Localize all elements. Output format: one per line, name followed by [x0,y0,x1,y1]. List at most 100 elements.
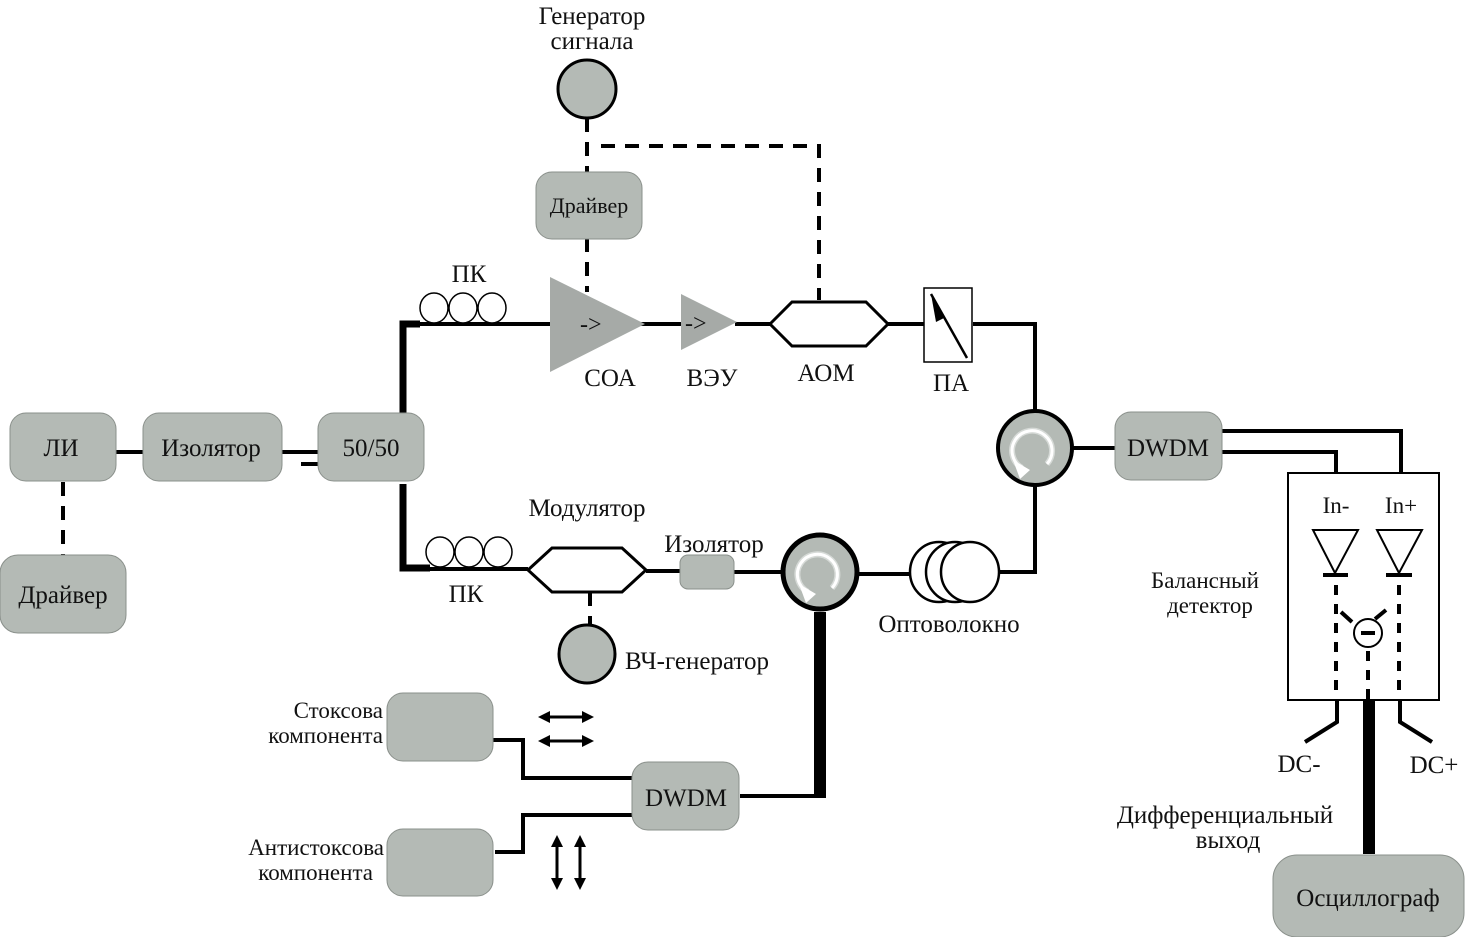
oscilloscope-label: Осциллограф [1296,885,1439,912]
laser-block[interactable]: ЛИ [9,412,117,482]
top-driver-label: Драйвер [550,193,629,218]
wire-dwdm-antistokes [495,813,632,854]
wire-dwdm-inminus [1221,450,1338,474]
rf-generator[interactable]: ВЧ-генератор [557,623,769,685]
dash-to-subtractor-left [1339,610,1354,624]
dc-plus-label: DC+ [1410,752,1459,779]
polarization-controller-icon [419,292,507,324]
wire-fiber-circulator [995,486,1037,574]
small-isolator-label: Изолятор [664,531,764,558]
edfa-amplifier[interactable]: -> ВЭУ [681,294,738,392]
modulator-label: Модулятор [528,495,645,522]
antistokes-box[interactable] [386,828,494,897]
dwdm-right-label: DWDM [1127,435,1209,462]
isolator-box[interactable] [142,412,283,482]
edfa-label: ВЭУ [687,365,738,392]
isolator-block[interactable]: Изолятор [142,412,283,482]
circulator-arrow-icon [1009,427,1056,479]
photodiode-icon [1375,529,1424,577]
antistokes-label-1: Антистоксова [248,835,384,860]
amplifier-triangle-icon [550,277,645,372]
soa-amplifier[interactable]: -> СОА [550,277,645,392]
fiber-spool-icon [908,540,1001,604]
attenuator-label: ПА [933,370,969,397]
wire-dwdm-stokes [493,738,632,780]
modulator[interactable]: Модулятор [525,495,649,594]
edfa-arrow: -> [685,311,707,337]
modulator-hexagon-icon [525,546,649,594]
antistokes-block[interactable] [386,828,494,897]
balanced-detector[interactable]: In- In+ Балансный детектор [1151,472,1440,701]
aom-label: АОМ [797,360,854,387]
signal-generator-label-2: сигнала [551,28,634,55]
stokes-box[interactable] [386,692,494,762]
balanced-detector-box[interactable] [1287,472,1440,701]
laser-driver-label: Драйвер [18,582,107,609]
signal-generator-icon[interactable] [556,58,618,120]
rf-generator-label: ВЧ-генератор [625,648,769,675]
photodiode-icon [1311,529,1360,577]
double-arrow-icon [551,835,586,890]
dash-gen-aom [601,144,821,300]
laser-driver-block[interactable]: Драйвер [0,554,127,634]
rf-generator-icon[interactable] [557,623,617,685]
wire-dc-minus [1303,700,1339,744]
diff-output-label-1: Дифференциальный [1117,802,1333,829]
laser-box[interactable] [9,412,117,482]
signal-generator-label-1: Генератор [539,3,646,30]
oscilloscope-box[interactable] [1272,854,1465,937]
dc-minus-label: DC- [1277,751,1320,778]
stokes-label-2: компонента [268,723,383,748]
wire-dwdm-inplus [1221,429,1403,474]
stokes-block[interactable] [386,692,494,762]
fiber-spool[interactable]: Оптоволокно [878,540,1020,638]
circulator-icon [996,409,1074,487]
balanced-detector-label-2: детектор [1167,593,1253,618]
diff-output-label-2: выход [1196,827,1261,854]
circulator-right[interactable] [996,409,1074,487]
signal-generator[interactable]: Генератор сигнала [539,3,646,120]
subtractor-icon [1353,618,1383,648]
pc-top[interactable]: ПК [419,261,507,324]
circulator-arrow-icon [794,551,841,603]
splitter-box[interactable] [317,412,425,482]
circulator-bottom[interactable] [780,532,860,612]
small-isolator-box[interactable] [679,554,735,590]
stokes-label-1: Стоксова [294,698,383,723]
fiber-label: Оптоволокно [878,611,1019,638]
attenuator-icon [929,293,969,359]
pc-bottom[interactable]: ПК [425,536,513,608]
small-isolator[interactable]: Изолятор [664,531,764,590]
dwdm-right-block[interactable]: DWDM [1114,411,1223,481]
soa-arrow: -> [580,312,602,338]
wire-dc-plus [1398,700,1434,744]
polarization-controller-icon [425,536,513,568]
circulator-icon [780,532,860,612]
aom[interactable]: АОМ [767,300,891,387]
dash-to-subtractor-right [1373,608,1388,621]
dwdm-bottom-box[interactable] [631,761,740,831]
attenuator[interactable]: ПА [923,287,973,397]
wire-splitter-top [399,320,420,416]
in-plus-label: In+ [1385,493,1417,518]
soa-label: СОА [584,365,636,392]
dwdm-bottom-block[interactable]: DWDM [631,761,740,831]
top-driver-block[interactable]: Драйвер [535,171,643,240]
amplifier-triangle-icon [681,294,737,350]
splitter-block[interactable]: 50/50 [317,412,425,482]
pc-top-label: ПК [452,261,487,288]
laser-label: ЛИ [43,435,78,462]
fiber-connections [115,320,1434,854]
dwdm-right-box[interactable] [1114,411,1223,481]
antistokes-label-2: компонента [258,860,373,885]
dwdm-bottom-label: DWDM [645,785,727,812]
balanced-detector-label-1: Балансный [1151,568,1259,593]
top-driver-box[interactable] [535,171,643,240]
splitter-label: 50/50 [343,435,400,462]
laser-driver-box[interactable] [0,554,127,634]
isolator-label: Изолятор [161,435,261,462]
aom-hexagon-icon [767,300,891,348]
wire-attenuator-circulator [973,322,1037,410]
oscilloscope-block[interactable]: Осциллограф [1272,854,1465,937]
